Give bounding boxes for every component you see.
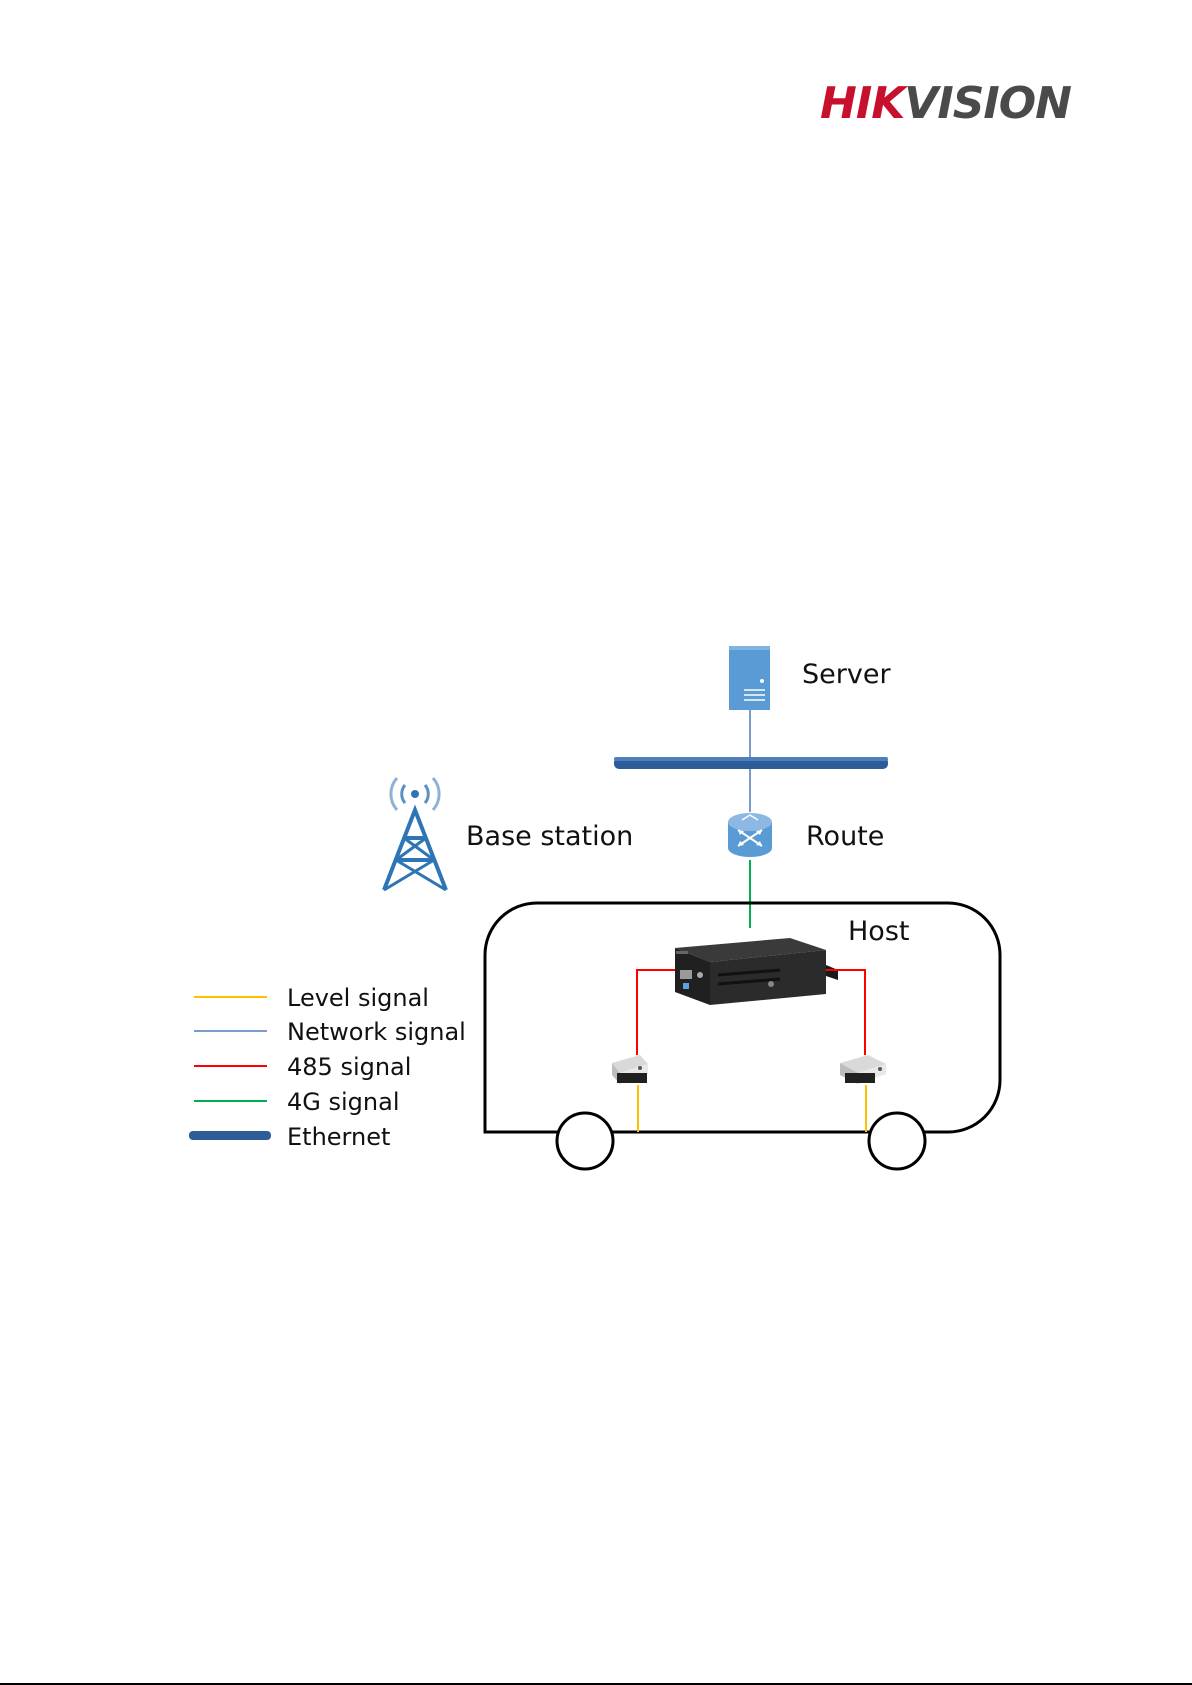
right-camera-icon	[840, 1055, 886, 1084]
host-label: Host	[848, 916, 909, 947]
legend-label-level-signal: Level signal	[287, 984, 429, 1012]
host-device-icon	[675, 938, 838, 1005]
legend-label-network-signal: Network signal	[287, 1018, 466, 1046]
rear-wheel	[869, 1113, 925, 1169]
server-icon	[729, 646, 770, 710]
base-station-icon	[384, 778, 446, 890]
legend: Level signal Network signal 485 signal 4…	[189, 984, 466, 1151]
host-right-camera-485-link	[826, 970, 865, 1055]
legend-label-485-signal: 485 signal	[287, 1053, 411, 1081]
legend-swatch-ethernet	[189, 1131, 271, 1140]
route-label: Route	[806, 821, 884, 852]
front-wheel	[557, 1113, 613, 1169]
server-label: Server	[802, 659, 891, 690]
legend-label-ethernet: Ethernet	[287, 1123, 390, 1151]
host-left-camera-485-link	[637, 970, 675, 1055]
legend-label-4g-signal: 4G signal	[287, 1088, 400, 1116]
base-station-label: Base station	[466, 821, 633, 852]
router-icon	[728, 813, 772, 857]
left-camera-icon	[612, 1055, 648, 1084]
